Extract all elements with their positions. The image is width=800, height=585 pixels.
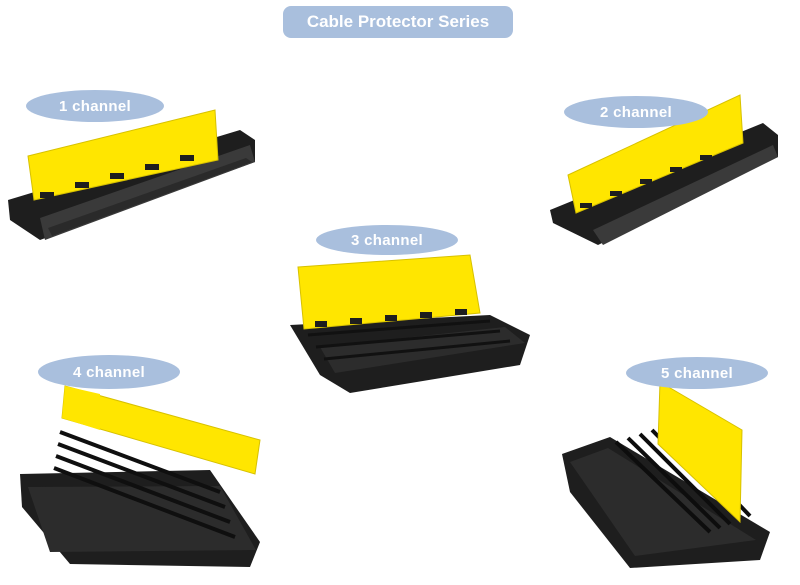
label-1-channel: 1 channel [26,90,164,122]
label-2-channel: 2 channel [564,96,708,128]
product-image-2-channel [550,94,778,245]
product-image-5-channel [562,381,770,568]
label-3-channel: 3 channel [316,225,458,255]
product-image-4-channel [20,385,261,567]
page-title: Cable Protector Series [283,6,513,38]
product-image-3-channel [290,254,530,393]
product-image-1-channel [8,109,255,240]
label-4-channel: 4 channel [38,355,180,389]
label-5-channel: 5 channel [626,357,768,389]
